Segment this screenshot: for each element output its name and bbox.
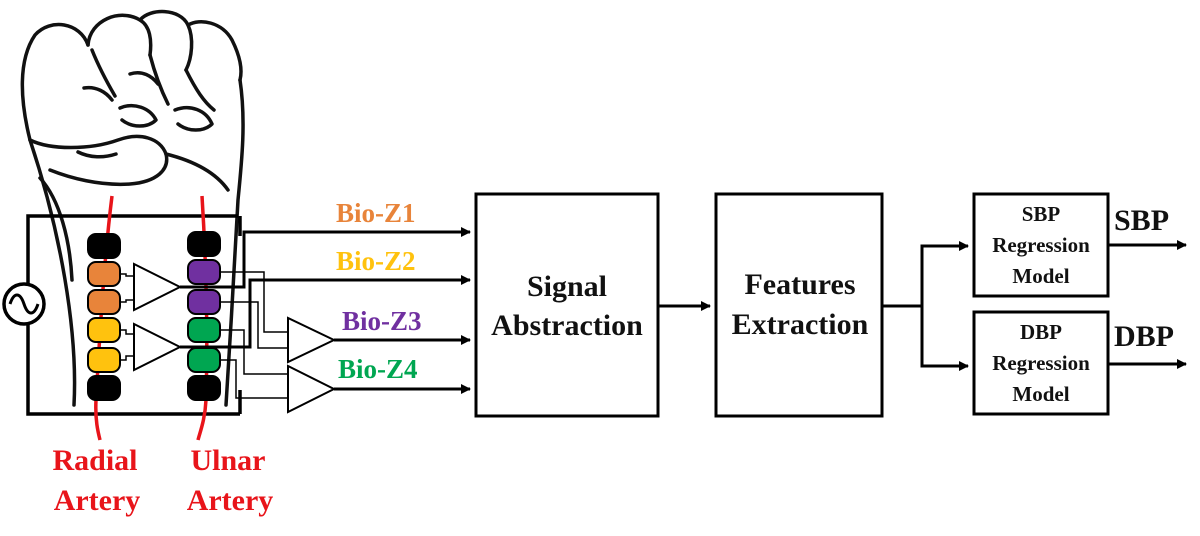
sbp-model-line2: Regression [992, 233, 1090, 257]
channel-label-bio-z2: Bio-Z2 [336, 246, 416, 276]
electrode-orange [87, 289, 121, 315]
amplifier-bio-z2 [133, 322, 183, 372]
amplifier-wiring [120, 271, 288, 399]
bio-z2-line [180, 275, 471, 349]
electrode-black [87, 233, 121, 259]
ulnar-artery-label-line2: Artery [187, 484, 274, 517]
features-extraction-block: Features Extraction [714, 192, 884, 418]
dbp-regression-model-block: DBP Regression Model [972, 310, 1110, 416]
signal-abstraction-line1: Signal [527, 270, 607, 303]
sbp-output-label: SBP [1114, 204, 1169, 237]
electrode-orange [87, 261, 121, 287]
signal-abstraction-line2: Abstraction [491, 309, 643, 342]
sbp-model-line1: SBP [1022, 202, 1061, 226]
signal-abstraction-block: Signal Abstraction [474, 192, 660, 418]
amplifier-bio-z4 [287, 364, 337, 414]
dbp-model-line1: DBP [1020, 320, 1062, 344]
channel-label-bio-z4: Bio-Z4 [338, 354, 418, 384]
electrode-black [187, 231, 221, 257]
amplifier-bio-z1 [133, 262, 183, 312]
ulnar-electrodes [187, 231, 221, 401]
split-lines [882, 241, 969, 371]
amplifier-bio-z3 [287, 316, 337, 364]
fist-hand-icon [20, 9, 245, 407]
sbp-model-line3: Model [1012, 264, 1069, 288]
electrode-yellow [87, 317, 121, 343]
sbp-regression-model-block: SBP Regression Model [972, 192, 1110, 298]
features-extraction-line1: Features [744, 268, 855, 301]
ulnar-artery-label-line1: Ulnar [191, 444, 266, 477]
dbp-model-line3: Model [1012, 382, 1069, 406]
electrode-black [87, 375, 121, 401]
electrode-yellow [87, 347, 121, 373]
channel-label-bio-z1: Bio-Z1 [336, 198, 416, 228]
radial-artery-label-line1: Radial [52, 444, 137, 477]
electrode-green [187, 317, 221, 343]
features-extraction-line2: Extraction [732, 308, 869, 341]
channel-lines [180, 227, 471, 394]
bio-z1-line [180, 227, 471, 289]
electrode-green [187, 347, 221, 373]
electrode-purple [187, 289, 221, 315]
radial-artery-label-line2: Artery [54, 484, 141, 517]
electrode-purple [187, 259, 221, 285]
dbp-model-line2: Regression [992, 351, 1090, 375]
dbp-output-label: DBP [1114, 320, 1174, 353]
electrode-black [187, 375, 221, 401]
ac-source-icon [2, 282, 46, 326]
channel-label-bio-z3: Bio-Z3 [342, 306, 422, 336]
amplifiers [133, 262, 337, 414]
radial-electrodes [87, 233, 121, 401]
